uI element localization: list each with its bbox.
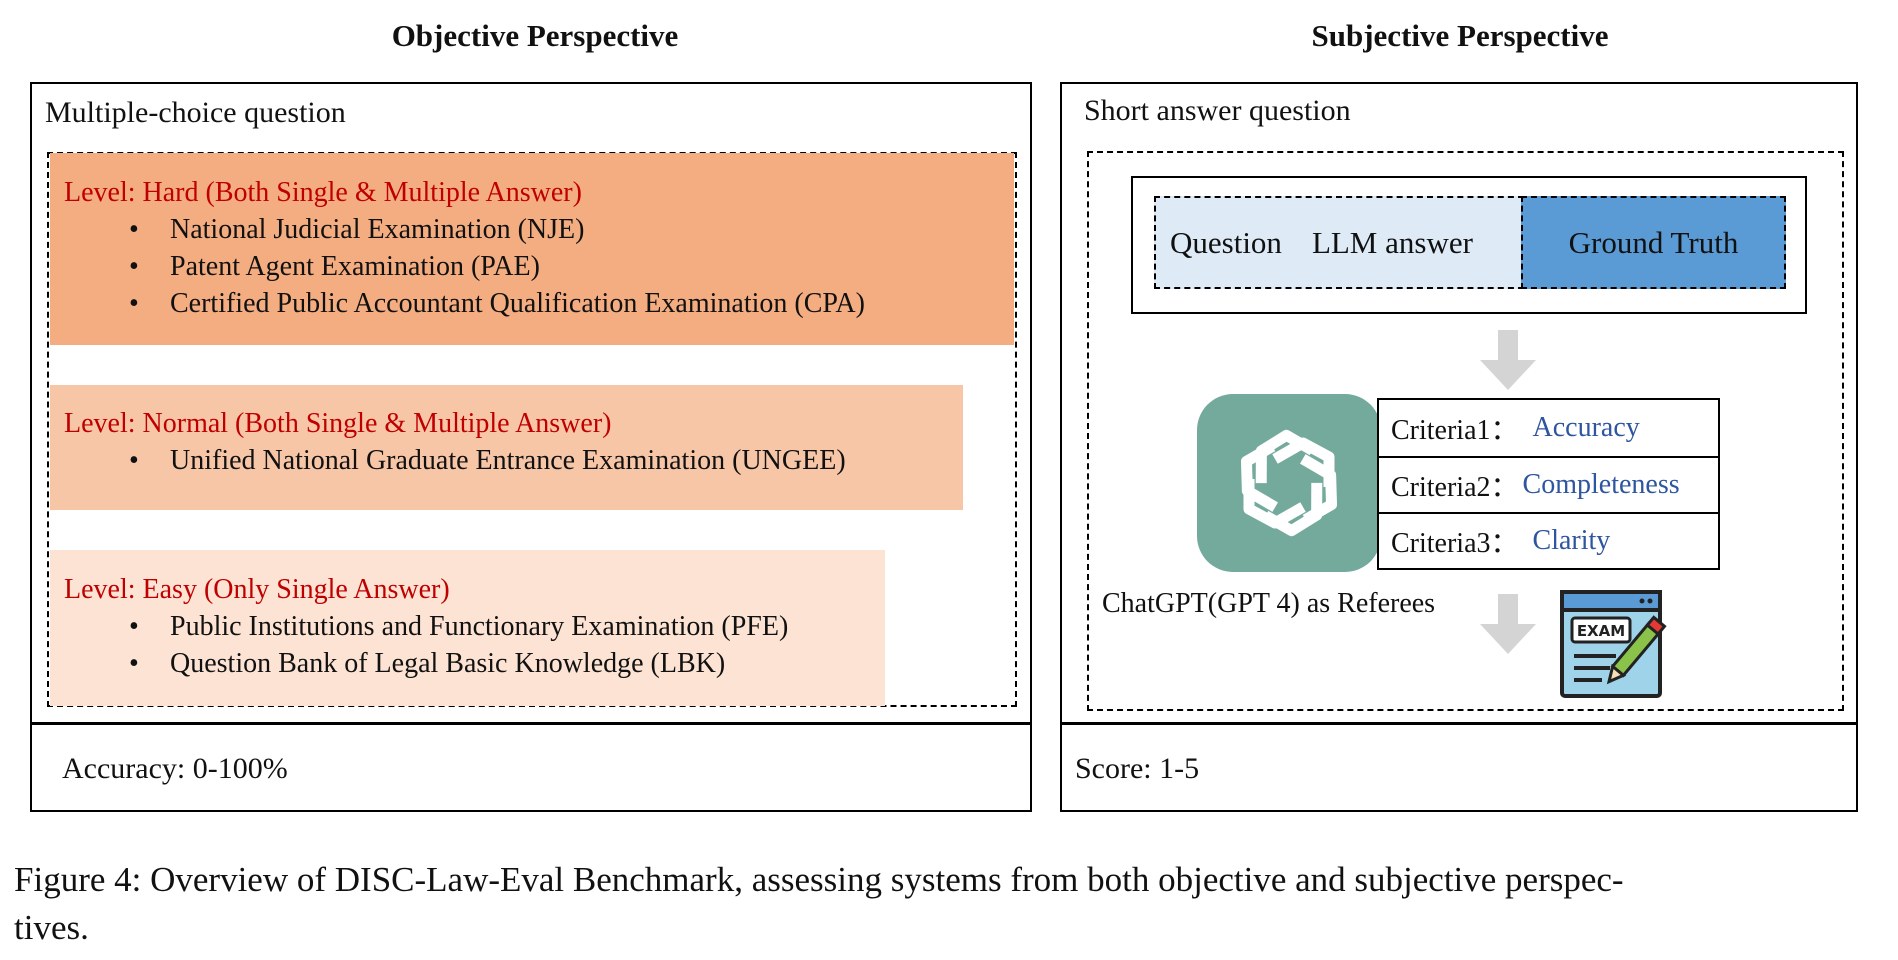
criteria-label: Criteria1：: [1391, 415, 1519, 446]
level-easy-item: Public Institutions and Functionary Exam…: [129, 608, 885, 645]
short-answer-label: Short answer question: [1084, 94, 1351, 127]
subjective-panel: [1060, 82, 1858, 812]
level-normal-title: Level: Normal (Both Single & Multiple An…: [64, 408, 612, 439]
caption-line-1: Figure 4: Overview of DISC-Law-Eval Benc…: [14, 860, 1624, 899]
llm-answer-label: LLM answer: [1311, 224, 1473, 260]
level-easy-item: Question Bank of Legal Basic Knowledge (…: [129, 645, 885, 682]
multiple-choice-label: Multiple-choice question: [45, 96, 346, 129]
objective-divider: [30, 722, 1032, 725]
down-arrow-icon: [1480, 594, 1536, 654]
criteria-row: Criteria1： Accuracy: [1379, 400, 1718, 456]
level-easy-list: Public Institutions and Functionary Exam…: [64, 608, 885, 682]
level-hard-item: Certified Public Accountant Qualificatio…: [129, 285, 1014, 322]
level-normal-block: Level: Normal (Both Single & Multiple An…: [50, 385, 963, 510]
criteria-value: Completeness: [1522, 469, 1680, 500]
level-easy-title: Level: Easy (Only Single Answer): [64, 574, 450, 605]
referee-label: ChatGPT(GPT 4) as Referees: [1102, 588, 1436, 619]
chatgpt-logo-icon: [1197, 394, 1381, 572]
input-frame: [1131, 176, 1807, 314]
criteria-row: Criteria3： Clarity: [1379, 512, 1718, 568]
figure-caption: Figure 4: Overview of DISC-Law-Eval Benc…: [14, 856, 1894, 952]
exam-icon: EXAM: [1560, 590, 1667, 698]
exam-icon-text: EXAM: [1577, 622, 1625, 640]
subjective-dashed-box: [1087, 151, 1844, 711]
level-normal-list: Unified National Graduate Entrance Exami…: [64, 442, 963, 479]
criteria-label: Criteria2：: [1391, 472, 1519, 503]
ground-truth-label: Ground Truth: [1568, 224, 1739, 260]
caption-line-2: tives.: [14, 908, 89, 947]
subjective-heading: Subjective Perspective: [1311, 18, 1609, 53]
level-hard-title: Level: Hard (Both Single & Multiple Answ…: [64, 177, 582, 208]
criteria-label: Criteria3：: [1391, 528, 1519, 559]
openai-knot-icon: [1240, 429, 1338, 537]
criteria-value: Accuracy: [1532, 412, 1640, 443]
level-hard-item: National Judicial Examination (NJE): [129, 211, 1014, 248]
down-arrow-icon: [1480, 330, 1536, 390]
criteria-value: Clarity: [1532, 525, 1611, 556]
question-label: Question: [1170, 224, 1282, 260]
level-hard-block: Level: Hard (Both Single & Multiple Answ…: [50, 153, 1014, 345]
level-hard-item: Patent Agent Examination (PAE): [129, 248, 1014, 285]
level-easy-block: Level: Easy (Only Single Answer) Public …: [50, 550, 885, 706]
level-normal-item: Unified National Graduate Entrance Exami…: [129, 442, 963, 479]
criteria-row: Criteria2： Completeness: [1379, 456, 1718, 512]
objective-heading: Objective Perspective: [391, 18, 679, 53]
level-hard-list: National Judicial Examination (NJE) Pate…: [64, 211, 1014, 322]
objective-panel: [30, 82, 1032, 812]
question-llm-box: Question LLM answer: [1154, 196, 1524, 289]
subjective-divider: [1060, 722, 1858, 725]
accuracy-metric: Accuracy: 0-100%: [62, 752, 288, 785]
ground-truth-box: Ground Truth: [1521, 196, 1786, 289]
score-metric: Score: 1-5: [1075, 752, 1200, 785]
criteria-table: Criteria1： Accuracy Criteria2： Completen…: [1377, 398, 1720, 570]
